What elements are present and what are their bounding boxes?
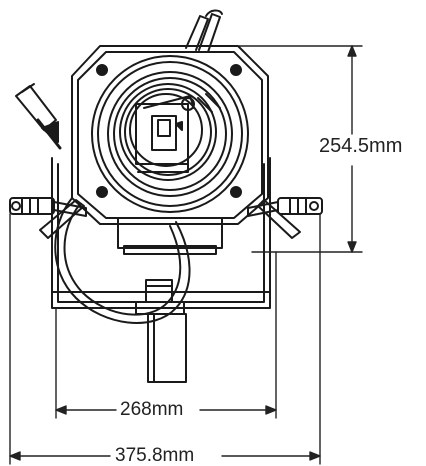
left-knob — [15, 83, 62, 150]
height-dimension-label: 254.5mm — [319, 135, 403, 157]
left-axis-knob — [9, 197, 87, 239]
overall-width-dimension — [9, 213, 321, 465]
inner-width-dimension-label: 268mm — [117, 400, 187, 419]
lamp-housing — [71, 45, 269, 225]
lens-rings — [91, 55, 249, 213]
right-axis-knob — [247, 197, 323, 239]
shutter-assembly — [135, 93, 221, 173]
overall-width-dimension-label: 375.8mm — [112, 446, 198, 465]
handle-loop — [54, 197, 191, 324]
top-cable-connector — [185, 9, 223, 53]
mount-post — [135, 279, 187, 383]
inner-width-dimension — [55, 251, 277, 419]
height-dimension — [237, 45, 363, 253]
